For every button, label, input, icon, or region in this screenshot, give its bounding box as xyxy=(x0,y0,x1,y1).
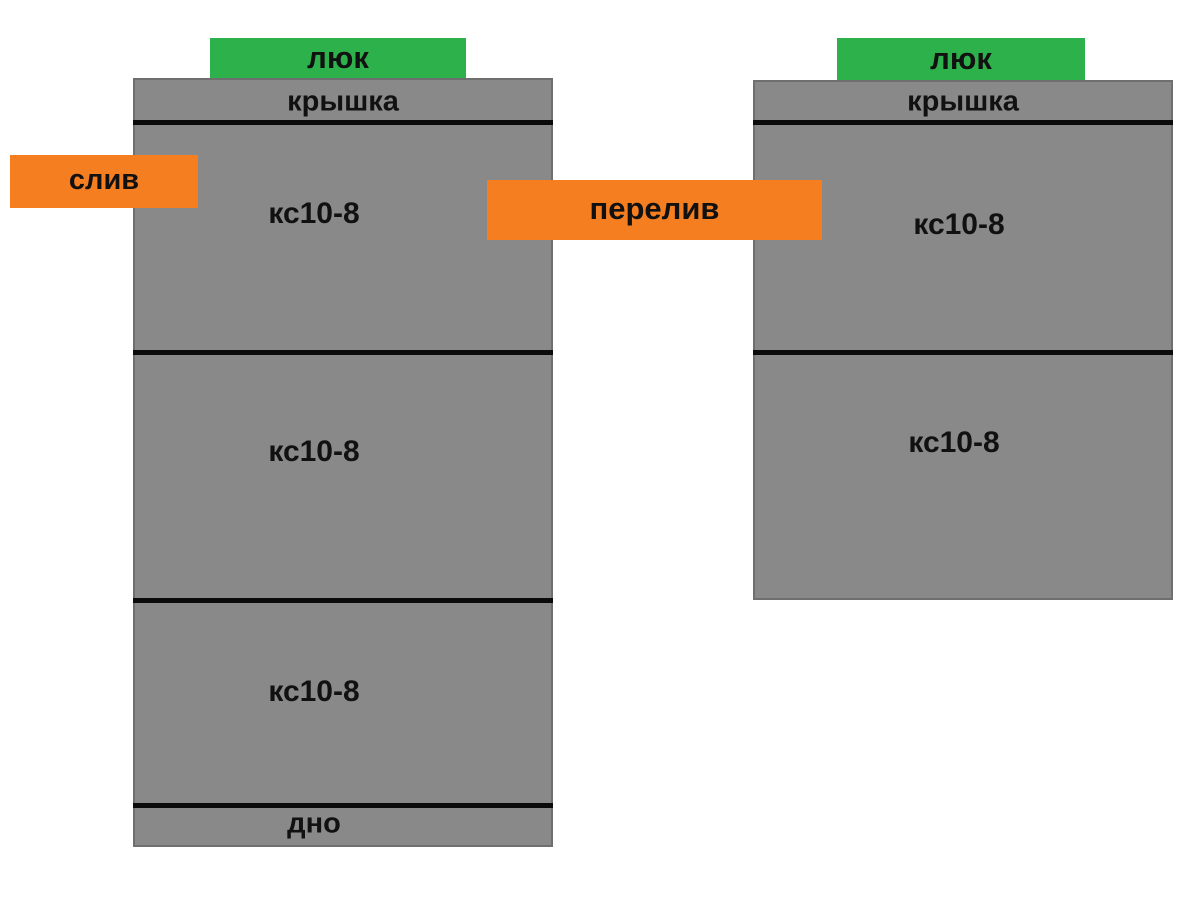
left-tank-divider-line xyxy=(133,803,553,808)
left-tank-divider-line xyxy=(133,598,553,603)
overflow-pipe-label: перелив xyxy=(589,191,720,226)
left-tank-ring-label: кс10-8 xyxy=(268,675,360,708)
left-tank-bottom-label: дно xyxy=(287,807,341,840)
drain-pipe-box: слив xyxy=(10,155,198,208)
left-tank-divider-line xyxy=(133,120,553,125)
left-tank-hatch: люк xyxy=(210,38,466,80)
left-tank: крышка кс10-8 кс10-8 кс10-8 дно xyxy=(133,78,553,847)
right-tank-hatch: люк xyxy=(837,38,1085,82)
left-hatch-label: люк xyxy=(307,39,369,75)
left-tank-ring-label: кс10-8 xyxy=(268,435,360,468)
right-hatch-label: люк xyxy=(930,40,992,76)
overflow-pipe-box: перелив xyxy=(487,180,822,240)
right-tank: крышка кс10-8 кс10-8 xyxy=(753,80,1173,600)
left-tank-lid-label: крышка xyxy=(287,85,399,118)
right-tank-ring-label: кс10-8 xyxy=(913,208,1005,241)
left-tank-ring-label: кс10-8 xyxy=(268,197,360,230)
left-tank-divider-line xyxy=(133,350,553,355)
right-tank-ring-label: кс10-8 xyxy=(908,426,1000,459)
right-tank-lid-label: крышка xyxy=(907,85,1019,118)
right-tank-divider-line xyxy=(753,350,1173,355)
right-tank-divider-line xyxy=(753,120,1173,125)
drain-pipe-label: слив xyxy=(68,163,140,196)
